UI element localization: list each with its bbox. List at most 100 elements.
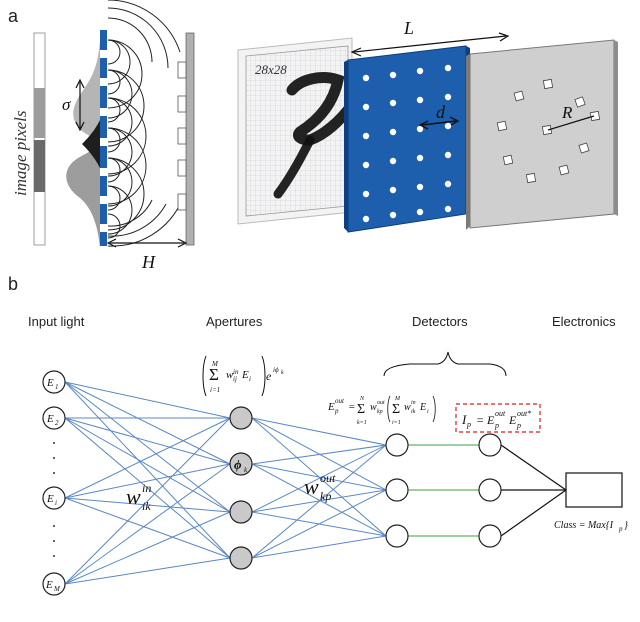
svg-text:E: E — [486, 413, 495, 427]
svg-text:in: in — [411, 400, 416, 406]
svg-text:ik: ik — [411, 409, 416, 415]
aperture-holes — [362, 64, 452, 223]
d-symbol: d — [436, 102, 446, 122]
input-grid-plate — [237, 37, 354, 225]
svg-text:=: = — [348, 401, 355, 413]
input-sub-1: 1 — [55, 383, 59, 391]
input-node-i — [42, 486, 66, 510]
svg-text:N: N — [359, 396, 365, 402]
w-out-sup: out — [320, 471, 336, 485]
svg-text:I: I — [461, 412, 467, 427]
input-sub-m: M — [53, 585, 61, 593]
intensity-node-2 — [478, 478, 502, 502]
connection-line — [64, 497, 231, 513]
detector-links — [408, 444, 479, 537]
svg-text:i: i — [249, 375, 251, 383]
connection-line — [251, 463, 387, 491]
w-out-label: w — [304, 474, 319, 499]
input-label-2: E — [46, 413, 54, 425]
svg-text:w: w — [404, 402, 411, 413]
class-sub: p — [618, 525, 623, 533]
connection-line — [251, 444, 387, 465]
svg-text:out: out — [495, 409, 506, 418]
svg-text:ij: ij — [233, 375, 237, 383]
detector-brace — [383, 351, 507, 377]
input-label-i: E — [46, 493, 54, 505]
intensity-node-1 — [478, 433, 502, 457]
connection-line — [251, 417, 387, 446]
connection-line — [64, 417, 231, 585]
svg-text:i=1: i=1 — [392, 420, 401, 426]
svg-text:M: M — [394, 396, 401, 402]
input-nodes — [42, 370, 66, 596]
class-close: } — [624, 520, 628, 531]
aperture-node-3 — [229, 500, 253, 524]
svg-text:i: i — [427, 409, 429, 415]
phi-sub: k — [244, 466, 248, 474]
svg-text:iϕ: iϕ — [273, 366, 279, 374]
svg-text:=: = — [476, 413, 484, 427]
aperture-node-k — [229, 452, 253, 476]
l-arrow — [350, 32, 510, 57]
svg-text:e: e — [266, 369, 272, 383]
detector-node-2 — [385, 478, 409, 502]
detector-node-3 — [385, 524, 409, 548]
r-symbol: R — [561, 103, 573, 122]
aperture-nodes — [229, 406, 253, 570]
grid-size-label: 28x28 — [255, 62, 287, 77]
svg-text:out*: out* — [517, 409, 531, 418]
svg-text:i=1: i=1 — [210, 386, 220, 394]
svg-text:out: out — [335, 397, 345, 405]
intensity-formula-box — [455, 403, 541, 433]
svg-text:E: E — [419, 402, 426, 413]
connection-line — [251, 535, 387, 559]
class-label: Class = Max{I — [554, 520, 614, 531]
panel-b-label: b — [8, 274, 18, 294]
d-arrow — [418, 116, 460, 130]
connection-line — [64, 381, 231, 419]
w-in-sup: in — [142, 481, 151, 495]
w-in-label: w — [126, 484, 141, 509]
header-input-light: Input light — [28, 314, 85, 329]
wavefronts — [107, 0, 183, 247]
connection-line — [64, 381, 231, 513]
aperture-plate — [100, 30, 107, 246]
l-symbol: L — [403, 18, 414, 38]
connection-line — [64, 511, 231, 585]
input-label-1: E — [46, 377, 54, 389]
input-node-2 — [42, 406, 66, 430]
image-pixels-label: image pixels — [11, 110, 30, 196]
h-arrow — [106, 238, 188, 248]
aperture-node-1 — [229, 406, 253, 430]
ellipsis-dots — [53, 442, 55, 557]
connection-line — [64, 497, 231, 559]
svg-text:kp: kp — [377, 409, 383, 415]
intensity-formula: I p = E out p E out* p — [461, 409, 531, 430]
svg-text:Σ: Σ — [392, 402, 400, 417]
detector-nodes — [385, 433, 502, 548]
header-electronics: Electronics — [552, 314, 616, 329]
phi-label: ϕ — [234, 457, 242, 472]
input-label-m: E — [45, 579, 53, 591]
input-node-m — [42, 572, 66, 596]
electronics-links — [500, 444, 567, 537]
svg-text:E: E — [327, 401, 335, 413]
header-apertures: Apertures — [206, 314, 263, 329]
w-in-sub: ik — [142, 499, 151, 513]
connection-line — [64, 557, 231, 585]
connection-line — [251, 463, 387, 537]
detector-plate — [177, 32, 195, 246]
input-sub-2: 2 — [55, 419, 59, 427]
pixel-strip — [33, 32, 46, 246]
connection-line — [64, 417, 231, 499]
connection-line — [64, 417, 231, 465]
connection-line — [64, 463, 231, 585]
svg-text:k=1: k=1 — [357, 420, 367, 426]
connection-line — [64, 381, 231, 465]
gray-detector-plate — [466, 39, 618, 230]
intensity-node-3 — [478, 524, 502, 548]
svg-text:k: k — [281, 370, 284, 376]
w-out-sub: kp — [320, 489, 331, 503]
svg-text:out: out — [377, 400, 385, 406]
svg-text:E: E — [241, 369, 249, 381]
